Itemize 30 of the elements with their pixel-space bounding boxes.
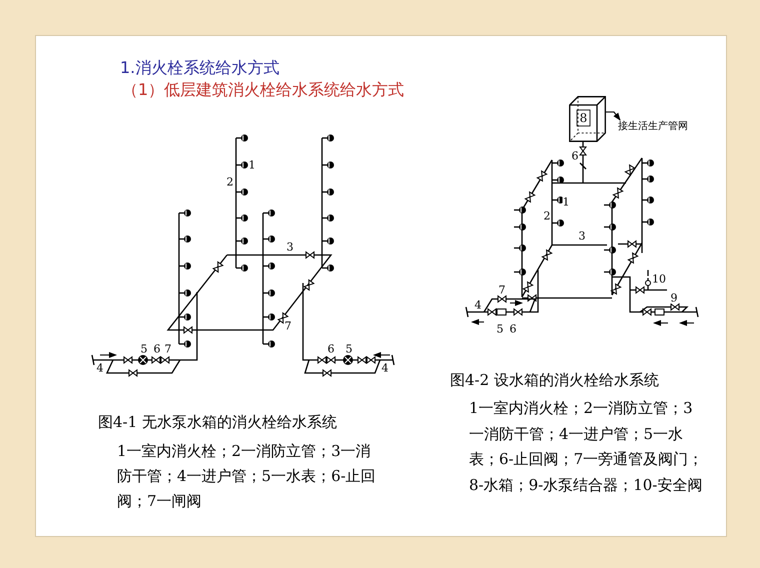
callout-number: 7 (164, 344, 172, 354)
arrow (606, 111, 621, 121)
callout-number: 3 (578, 230, 586, 242)
pipe-label: 接生活生产管网 (618, 120, 688, 134)
callout-number: 7 (284, 320, 292, 332)
callout-number: 4 (96, 362, 104, 374)
callout-number: 1 (562, 196, 570, 208)
callout-number: 4 (382, 362, 388, 374)
figure-caption: 图4-2 设水箱的消火栓给水系统 (450, 371, 659, 390)
slide-title: 1.消火栓系统给水方式 (120, 58, 280, 79)
callout-number: 6 (328, 344, 334, 354)
callout-number: 1 (248, 160, 256, 170)
callout-number: 6 (154, 344, 160, 354)
caption-text: 1一室内消火栓；2一消防立管；3一消防干管；4一进户管；5一水表；6-止回阀；7一闸阀 (117, 441, 377, 512)
subtitle: （1）低层建筑消火栓给水系统给水方式 (122, 80, 404, 101)
figure-caption: 图4-1 无水泵水箱的消火栓给水系统 (98, 413, 337, 432)
callout-number: 2 (226, 176, 234, 188)
callout-number: 5 (496, 324, 504, 334)
callout-number: 6 (510, 324, 516, 334)
callout-number: 6 (572, 150, 578, 162)
callout-number: 2 (544, 210, 550, 222)
callout-number: 4 (474, 300, 482, 310)
callout-number: 5 (346, 344, 352, 354)
callout-number: 3 (286, 242, 294, 252)
callout-number: 7 (498, 284, 506, 296)
caption-text: 1一室内消火栓；2一消防立管；3一消防干管；4一进户管；5一水表；6-止回阀；7一旁通管及阀门；8-水箱；9-水泵结合器；10-安全阀 (469, 398, 704, 496)
water-tank: 8 (569, 96, 606, 142)
callout-number: 10 (652, 274, 666, 284)
callout-number: 5 (140, 344, 148, 354)
callout-number: 9 (670, 292, 678, 304)
